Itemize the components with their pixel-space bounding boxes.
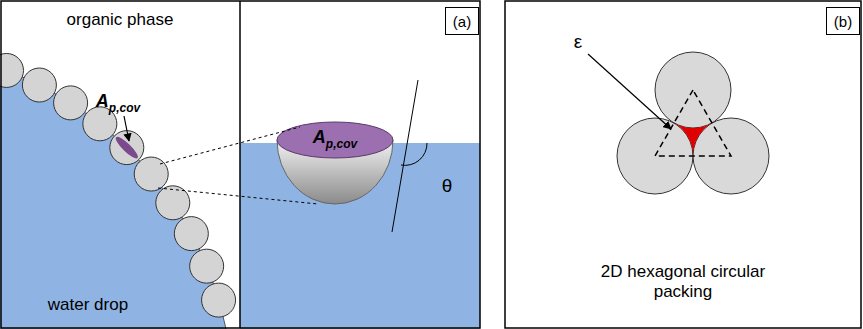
triangle	[655, 90, 731, 156]
phase-label: water drop	[48, 295, 128, 315]
panel-frame	[505, 1, 861, 328]
interface	[0, 68, 226, 329]
particle	[174, 217, 208, 251]
particle	[190, 249, 224, 283]
area-label: Ap,cov	[313, 127, 357, 154]
panel-letter: (a)	[453, 13, 471, 30]
covered-area	[277, 122, 393, 158]
leader-arrow	[124, 116, 129, 141]
panel-divider	[239, 1, 241, 328]
panel-tag: (b)	[826, 7, 860, 35]
angle-arc	[401, 143, 427, 165]
caption-label: 2D hexagonal circular packing	[578, 262, 788, 302]
panel-frame	[1, 1, 480, 328]
particle	[134, 157, 168, 191]
phase-label: organic phase	[67, 10, 174, 30]
particle	[202, 283, 236, 317]
angle-symbol: θ	[442, 176, 453, 196]
leader-arrow	[588, 54, 671, 129]
particles	[0, 53, 236, 317]
particle	[54, 86, 88, 120]
tangent-line	[392, 80, 418, 232]
covered-area	[113, 134, 140, 161]
void-symbol: ε	[574, 32, 582, 52]
zoom-line	[158, 188, 318, 204]
zoom-line	[160, 127, 300, 164]
particle	[22, 68, 56, 102]
void-area	[674, 123, 712, 156]
area-label: Ap,cov	[96, 91, 140, 118]
particle	[0, 53, 24, 87]
panel-tag: (a)	[445, 7, 479, 35]
particle	[110, 131, 144, 165]
panel-letter: (b)	[834, 13, 852, 30]
water-drop	[0, 68, 226, 329]
